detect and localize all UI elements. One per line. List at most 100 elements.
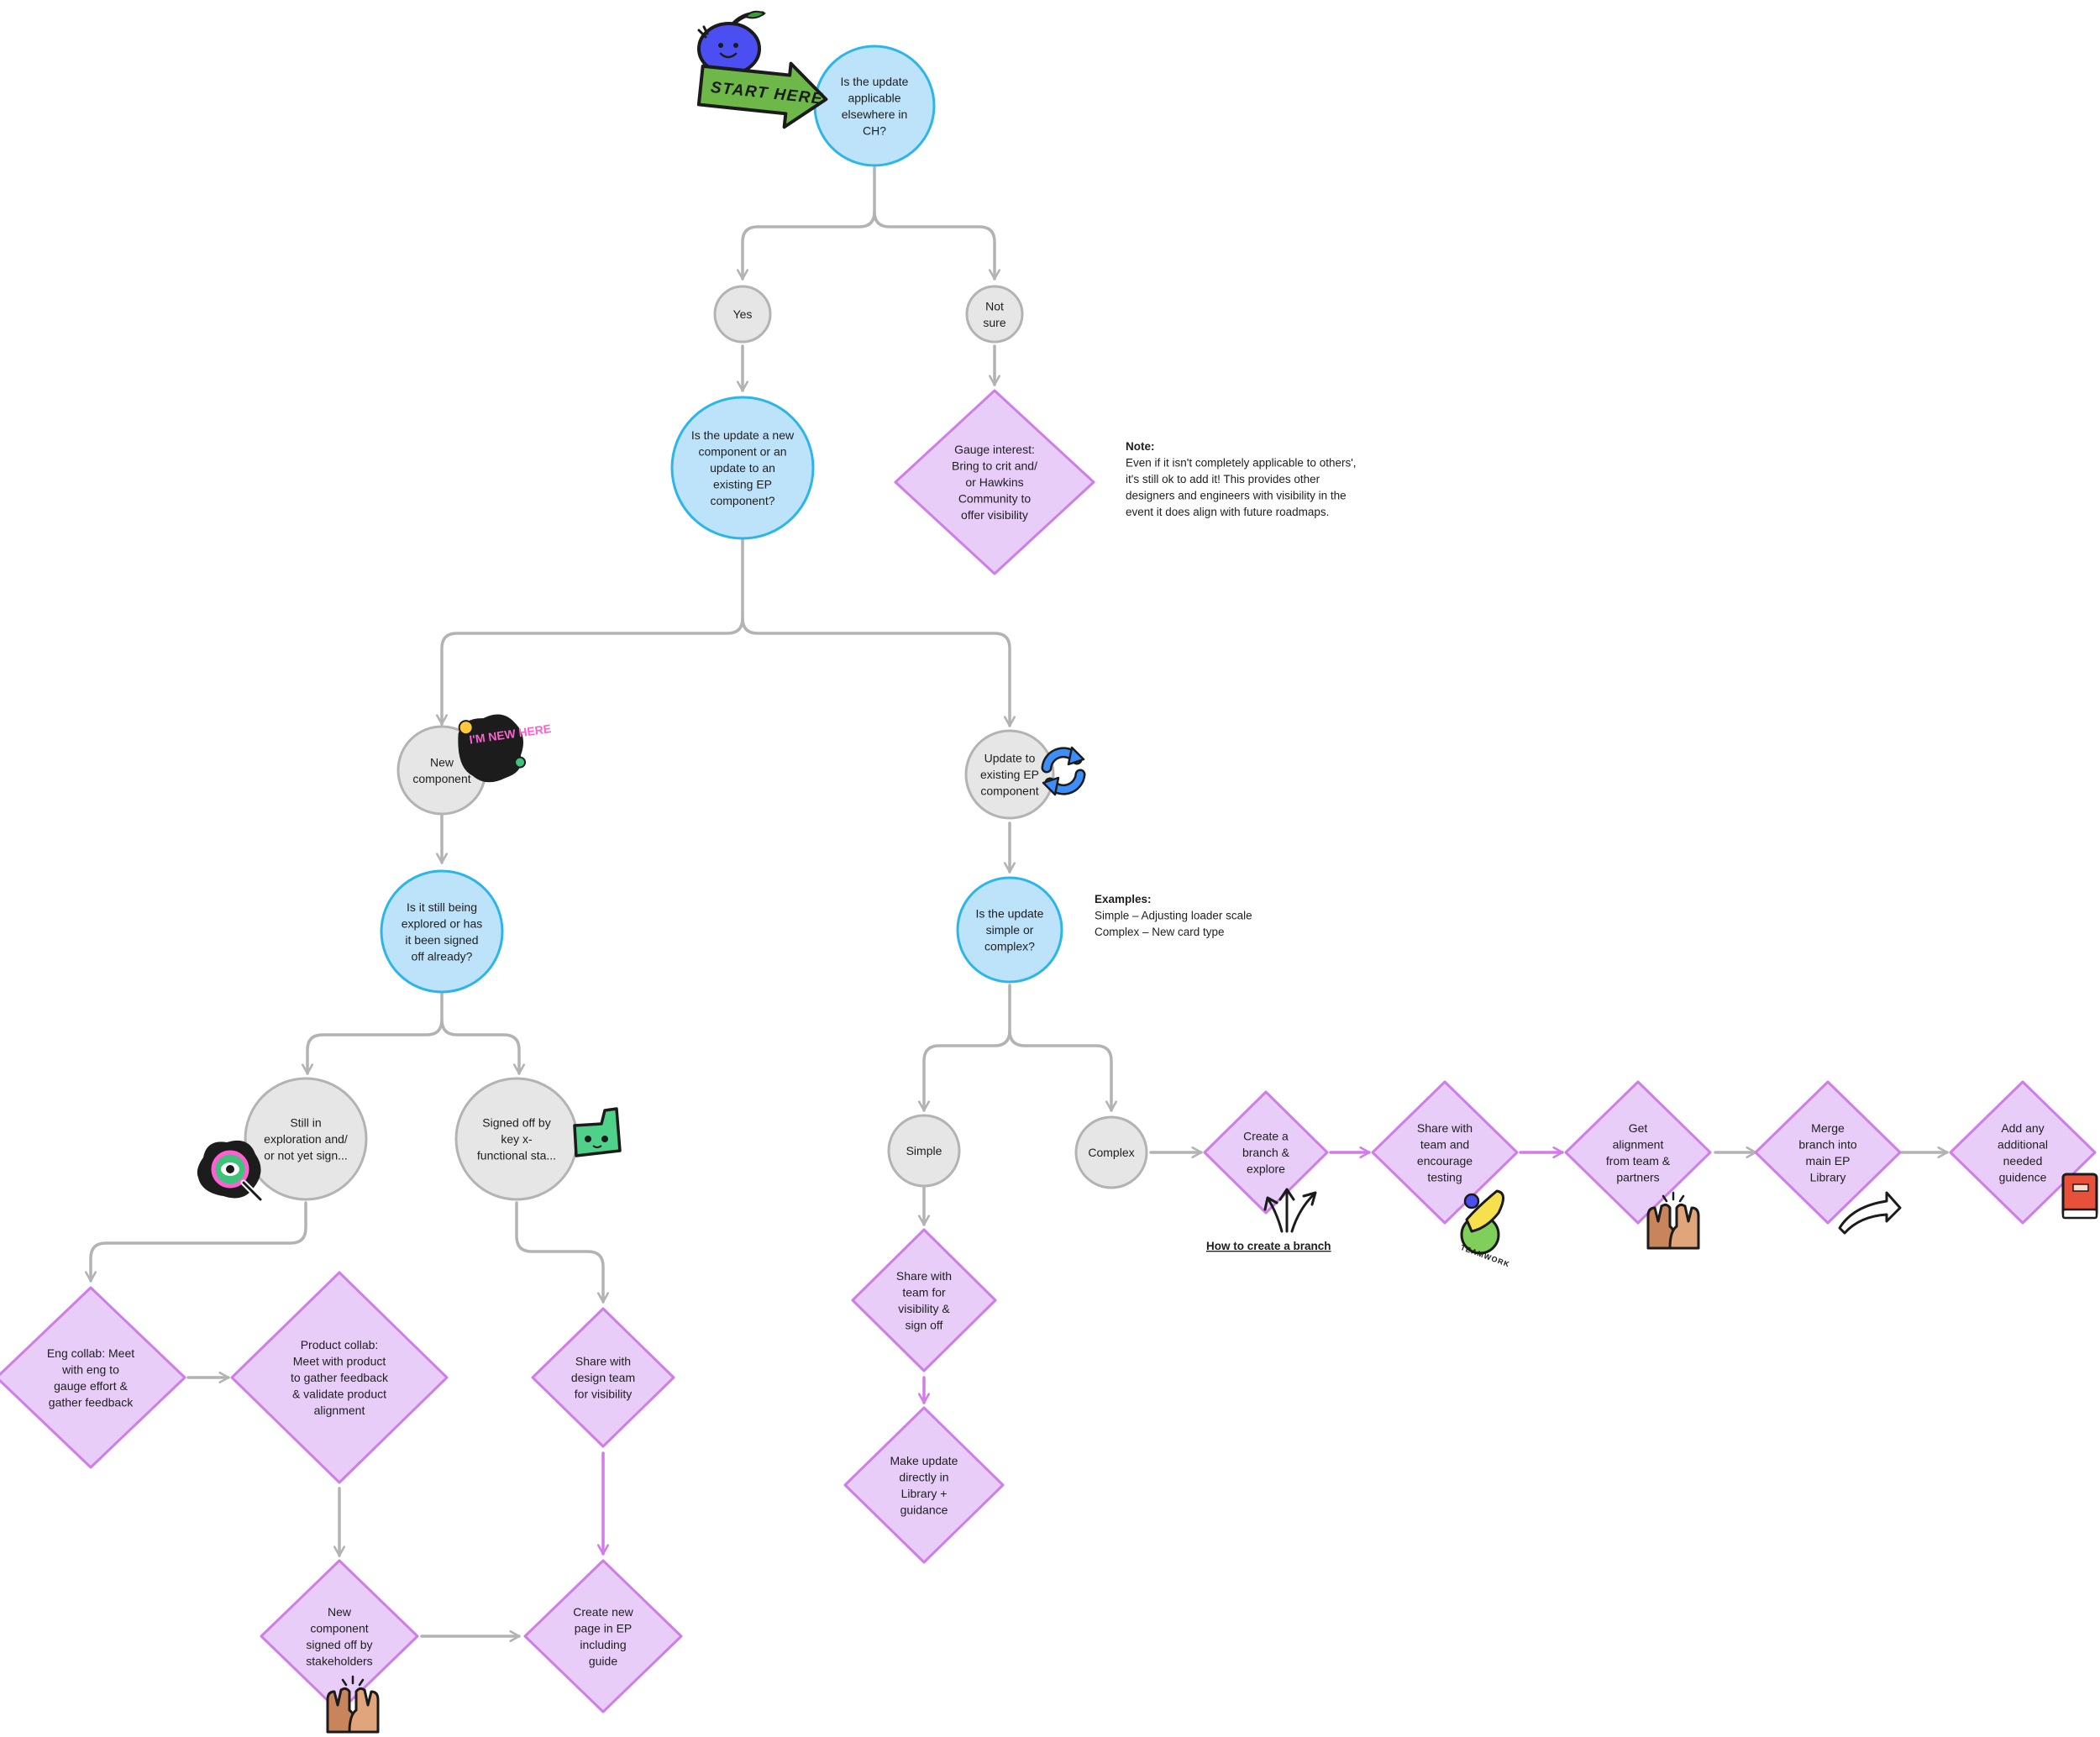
node-label-line: from team & xyxy=(1606,1154,1671,1168)
option-node[interactable]: Simple xyxy=(887,1114,961,1188)
node-label-line: partners xyxy=(1616,1170,1659,1183)
node-label-line: or Hawkins xyxy=(965,475,1023,489)
step-node[interactable]: Create a branch & explore xyxy=(1203,1090,1329,1215)
node-label-line: alignment xyxy=(314,1404,365,1417)
option-node[interactable]: Still in exploration and/or not yet sign.… xyxy=(244,1077,368,1201)
node-label: Create a branch & explore xyxy=(1242,1130,1290,1176)
node-label-line: exploration and/ xyxy=(264,1132,348,1146)
node-label-line: Is the update a new xyxy=(691,428,795,442)
node-label-line: branch & xyxy=(1242,1146,1290,1159)
connector xyxy=(307,991,444,1075)
node-label-line: stakeholders xyxy=(306,1654,372,1667)
node-label-line: & validate product xyxy=(292,1388,386,1401)
node-label: Is it still being explored or has it been … xyxy=(402,900,483,963)
node-label-line: key x- xyxy=(501,1132,533,1146)
node-label-line: to gather feedback xyxy=(291,1371,389,1384)
node-label-line: Eng collab: Meet xyxy=(47,1346,134,1360)
how-to-create-branch-link[interactable]: How to create a branch xyxy=(1206,1240,1331,1252)
node-label-line: Simple xyxy=(906,1144,942,1157)
note-line: designers and engineers with visibility … xyxy=(1126,490,1347,502)
node-label: Complex xyxy=(1088,1146,1134,1159)
node-label-line: additional xyxy=(1998,1137,2048,1151)
connector xyxy=(440,1018,519,1075)
node-label-line: team for xyxy=(902,1285,946,1299)
note-line: it's still ok to add it! This provides o… xyxy=(1126,473,1320,485)
node-label-line: Is it still being xyxy=(407,900,477,914)
note-line: Complex – New card type xyxy=(1095,926,1225,938)
node-label-line: with eng to xyxy=(61,1362,119,1376)
node-label-line: component xyxy=(980,785,1038,798)
note-visibility: Note:Even if it isn't completely applica… xyxy=(1126,440,1357,518)
connector xyxy=(442,538,744,726)
option-node[interactable]: Complex xyxy=(1074,1115,1148,1189)
green-block-mascot-icon xyxy=(573,1107,622,1157)
connector xyxy=(743,166,876,281)
node-label-line: explored or has xyxy=(402,916,483,930)
node-label-line: Community to xyxy=(958,492,1032,506)
node-label-line: guidence xyxy=(1999,1170,2047,1183)
node-label-line: Library xyxy=(1810,1170,1846,1183)
step-node[interactable]: Gauge interest:Bring to crit and/or Hawk… xyxy=(894,389,1095,575)
node-label-line: guide xyxy=(589,1654,617,1667)
node-label-line: gauge effort & xyxy=(54,1379,128,1393)
node-label-line: Signed off by xyxy=(482,1116,550,1130)
node-label-line: Gauge interest: xyxy=(954,443,1035,456)
node-label-line: component or an xyxy=(698,445,786,459)
node-label-line: explore xyxy=(1247,1162,1285,1176)
start-here-sticker: START HERE xyxy=(696,10,828,129)
magnifier-eye-icon xyxy=(197,1140,264,1203)
option-node[interactable]: Yes xyxy=(713,285,772,344)
node-label-line: component? xyxy=(710,494,774,507)
node-label-line: branch into xyxy=(1798,1137,1856,1151)
node-label-line: Share with xyxy=(575,1355,631,1368)
node-label-line: alignment xyxy=(1613,1137,1664,1151)
node-label-line: or not yet sign... xyxy=(264,1149,348,1162)
node-label: Still in exploration and/or not yet sign.… xyxy=(264,1116,348,1162)
step-node[interactable]: Eng collab: Meet with eng to gauge effort … xyxy=(0,1286,186,1469)
node-label-line: guidance xyxy=(900,1503,948,1516)
node-label-line: Still in xyxy=(290,1116,321,1130)
node-label-line: sign off xyxy=(906,1318,943,1331)
node-label-line: for visibility xyxy=(575,1388,632,1401)
node-label-line: it been signed xyxy=(405,933,478,947)
node-label-line: testing xyxy=(1427,1170,1462,1183)
node-label-line: Not xyxy=(985,299,1004,312)
node-label-line: Product collab: xyxy=(301,1338,379,1351)
node-label-line: component xyxy=(310,1621,368,1635)
connector xyxy=(873,210,995,281)
node-label-line: Create a xyxy=(1243,1130,1289,1143)
node-label-line: Library + xyxy=(901,1487,948,1500)
note-line: Simple – Adjusting loader scale xyxy=(1095,910,1252,922)
node-label-line: existing EP xyxy=(713,478,772,491)
node-label-line: Yes xyxy=(733,307,753,321)
node-label-line: team and xyxy=(1420,1137,1469,1151)
connector xyxy=(741,617,1010,727)
question-node[interactable]: Is it still being explored or has it been … xyxy=(380,869,504,994)
node-label-line: Make update xyxy=(890,1454,958,1467)
